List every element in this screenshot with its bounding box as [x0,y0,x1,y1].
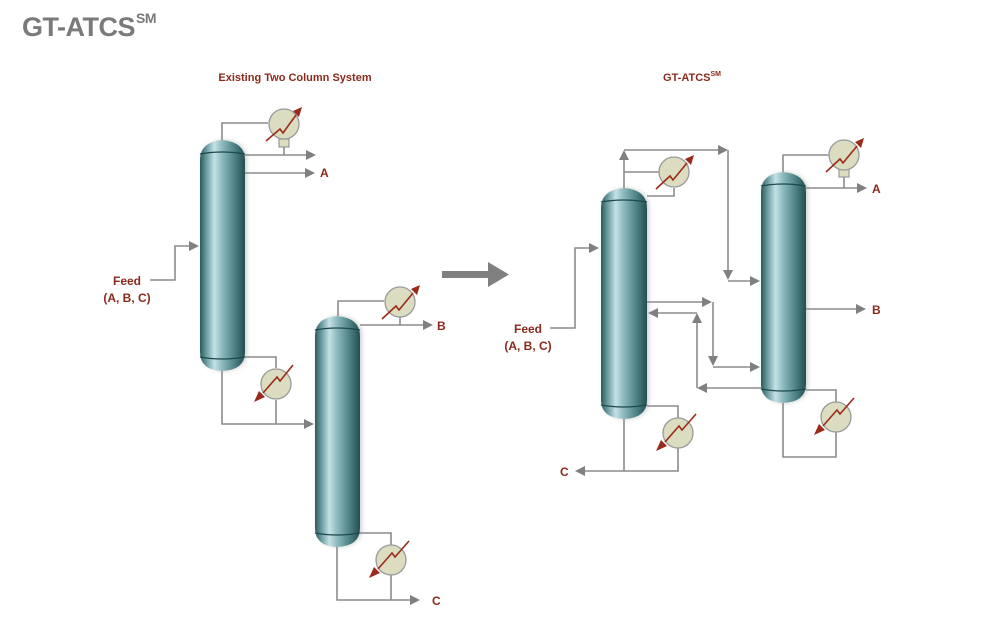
right-product-b-label: B [872,303,881,317]
right-reboiler-2 [782,389,855,458]
left-column-2 [314,316,361,547]
left-reboiler-1 [221,356,314,429]
right-column-1 [600,188,648,419]
service-mark: SM [136,10,157,26]
right-caption-service-mark: SM [710,71,721,78]
left-diagram-caption: Existing Two Column System [218,72,371,84]
left-reboiler-2 [336,532,420,605]
right-product-b-line [806,304,866,314]
left-feed-line [150,241,199,281]
right-arrow-icon [442,262,509,287]
right-reboiler-1 [575,405,697,476]
left-product-a-label: A [320,166,329,180]
left-column-1 [199,140,246,371]
right-condenser-1 [619,145,760,286]
right-product-c-label: C [560,465,569,479]
left-feed-components: (A, B, C) [103,291,150,305]
left-condenser-1 [221,107,316,160]
right-condenser-2 [782,138,867,193]
left-product-c-label: C [432,594,441,608]
right-column-2 [760,172,807,403]
left-condenser-2 [337,285,433,330]
left-feed-label: Feed [113,274,141,288]
right-feed-components: (A, B, C) [504,339,551,353]
right-product-a-label: A [872,182,881,196]
right-interconnect-2 [648,308,761,393]
left-product-b-label: B [437,319,446,333]
right-caption-text: GT-ATCS [663,72,710,84]
right-feed-label: Feed [514,322,542,336]
right-diagram-caption: GT-ATCSSM [663,71,721,84]
left-product-a-line [245,168,315,178]
page-title: GT-ATCSSM [22,10,157,43]
right-interconnect-1 [647,297,760,372]
right-feed-line [550,243,599,329]
page-title-text: GT-ATCS [22,12,136,42]
